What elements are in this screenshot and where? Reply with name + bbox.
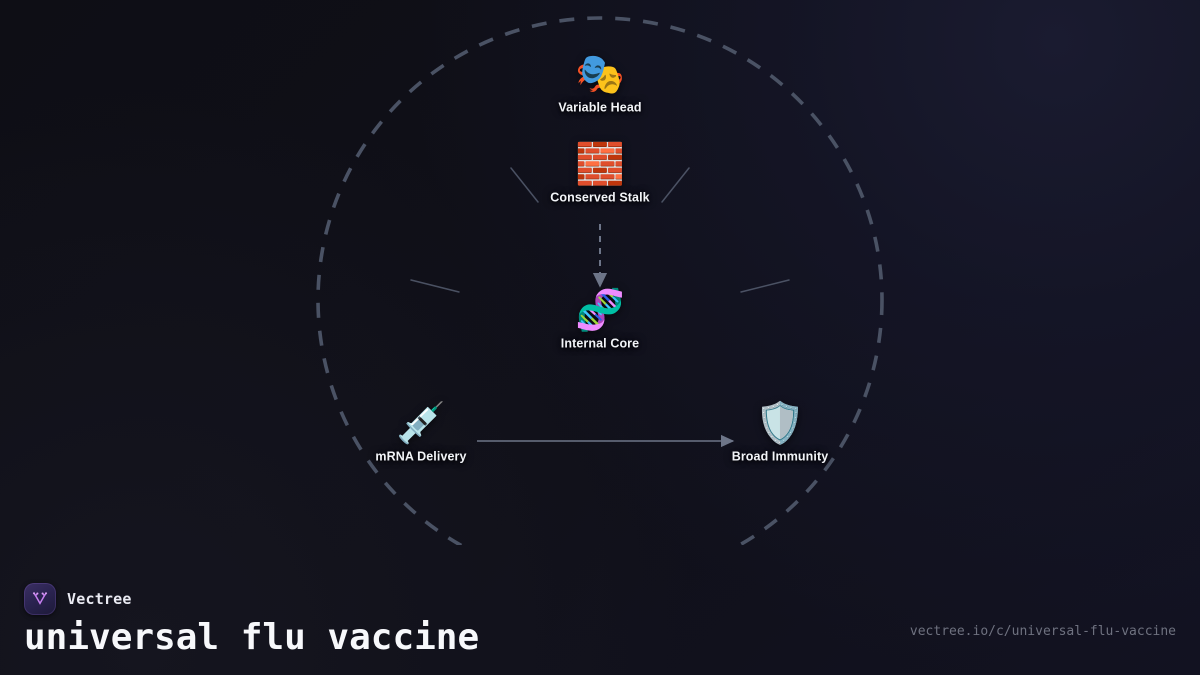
graph-node-broad-immunity[interactable]: 🛡️ Broad Immunity (680, 401, 880, 464)
graph-node-mrna-delivery[interactable]: 💉 mRNA Delivery (321, 401, 521, 464)
brick-wall-icon: 🧱 (575, 142, 625, 187)
page-url[interactable]: vectree.io/c/universal-flu-vaccine (909, 624, 1176, 639)
footer-bar: Vectree universal flu vaccine vectree.io… (0, 545, 1200, 675)
graph-node-label: mRNA Delivery (375, 449, 467, 464)
theater-masks-icon: 🎭 (575, 52, 625, 97)
brand-name: Vectree (67, 590, 132, 608)
page-title: universal flu vaccine (24, 617, 480, 658)
graph-node-internal-core[interactable]: 🧬 Internal Core (500, 288, 700, 351)
graph-vector-layer (316, 16, 884, 545)
concept-graph[interactable]: 🎭 Variable Head 🧱 Conserved Stalk 🧬 Inte… (0, 0, 1200, 545)
syringe-icon: 💉 (396, 401, 446, 446)
shield-icon: 🛡️ (755, 401, 805, 446)
vectree-glyph-icon (32, 592, 48, 605)
dna-icon: 🧬 (575, 288, 625, 333)
dashed-boundary-circle (316, 16, 884, 545)
graph-node-conserved-stalk[interactable]: 🧱 Conserved Stalk (500, 142, 700, 205)
graph-node-variable-head[interactable]: 🎭 Variable Head (500, 52, 700, 115)
graph-node-label: Internal Core (560, 336, 640, 351)
vectree-logo (24, 583, 56, 615)
graph-node-label: Variable Head (558, 100, 642, 115)
graph-node-label: Conserved Stalk (550, 190, 650, 205)
graph-node-label: Broad Immunity (731, 449, 829, 464)
brand-row[interactable]: Vectree (24, 583, 132, 615)
radial-tick-marks (410, 167, 790, 293)
